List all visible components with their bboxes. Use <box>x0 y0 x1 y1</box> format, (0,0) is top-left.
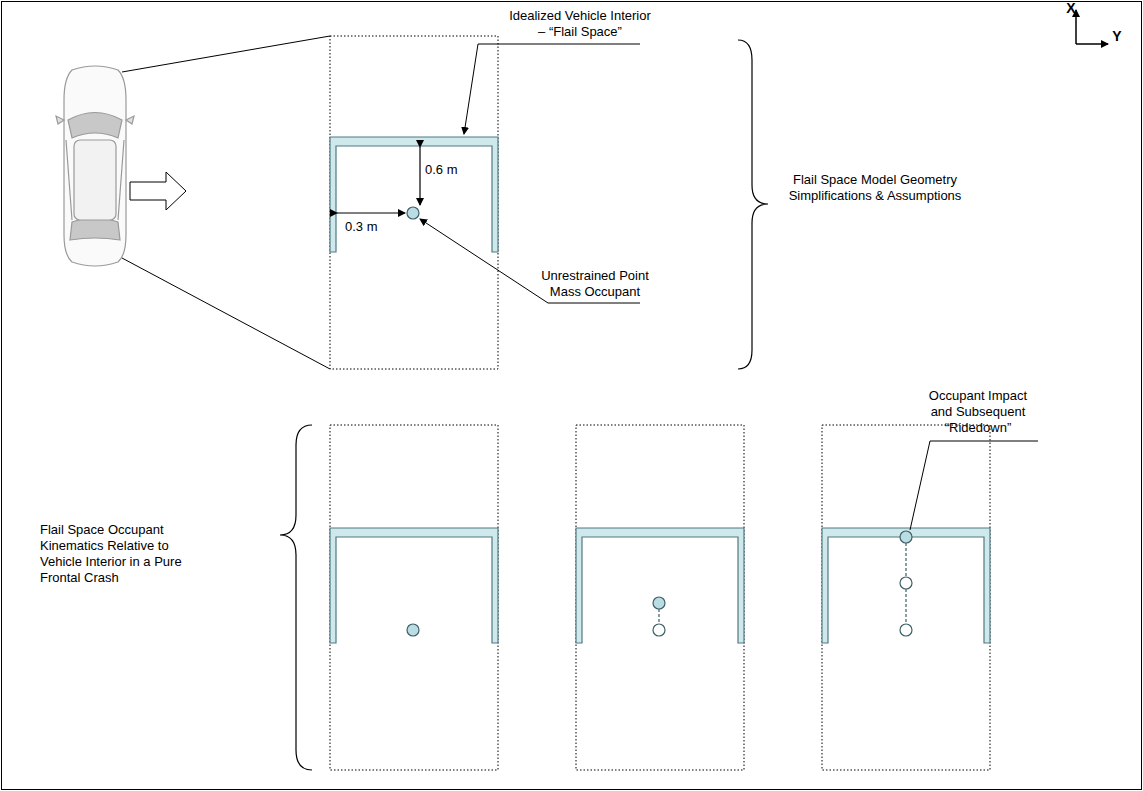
callout-label: Unrestrained Point Mass Occupant <box>540 268 650 300</box>
axis-arrow <box>1076 43 1108 45</box>
callout-label: Occupant Impact and Subsequent “Ridedown… <box>918 388 1038 436</box>
brace <box>280 425 312 770</box>
dimension-arrow <box>419 147 420 205</box>
axis-label: X <box>1064 0 1078 16</box>
kinematics-boxes <box>330 425 990 770</box>
zoom-line <box>122 258 330 369</box>
dimension-arrow <box>337 212 405 213</box>
axis-label: Y <box>1110 28 1124 44</box>
group-label: Flail Space Occupant Kinematics Relative… <box>40 522 210 586</box>
dimension-label: 0.6 m <box>425 162 475 178</box>
brace <box>738 40 768 369</box>
hollow-arrow <box>130 172 186 210</box>
occupant <box>407 207 419 219</box>
leader-line <box>464 44 640 134</box>
dimension-label: 0.3 m <box>345 219 395 235</box>
callout-label: Idealized Vehicle Interior – “Flail Spac… <box>505 8 655 40</box>
car-illustration <box>56 66 134 266</box>
leader-line <box>910 441 1038 530</box>
zoom-line <box>122 36 330 72</box>
vehicle-box <box>330 36 498 369</box>
group-label: Flail Space Model Geometry Simplificatio… <box>785 172 965 204</box>
